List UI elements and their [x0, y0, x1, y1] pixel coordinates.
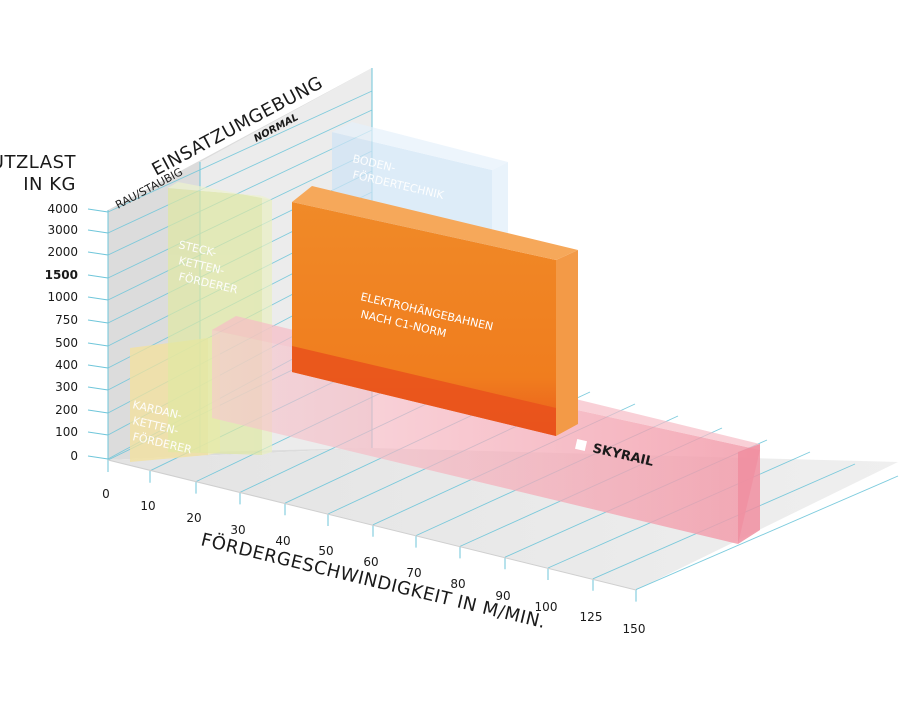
- y-tick-stub: [87, 409, 109, 414]
- y-tick-stub: [87, 431, 109, 436]
- y-tick-label: 500: [55, 336, 78, 350]
- y-tick-stub: [87, 455, 109, 460]
- y-axis-title-line1: NUTZLAST: [0, 152, 76, 173]
- y-gridline: [107, 129, 373, 256]
- y-gridline: [107, 109, 373, 234]
- x-tick-label: 20: [186, 511, 201, 525]
- x-tick-label: 80: [450, 577, 465, 591]
- y-tick-label: 4000: [47, 202, 78, 216]
- x-tick-label: 50: [318, 544, 333, 558]
- x-tick-label: 30: [230, 523, 245, 537]
- bar-elektrohaengebahnen: [292, 186, 578, 436]
- x-gridline: [635, 475, 899, 591]
- x-tick-label: 100: [535, 600, 558, 614]
- y-tick-label: 3000: [47, 223, 78, 237]
- y-tick-stub: [87, 251, 109, 256]
- x-tick-label: 40: [275, 534, 290, 548]
- x-tick-label: 70: [406, 566, 421, 580]
- y-tick-stub: [87, 319, 109, 324]
- y-tick-label: 200: [55, 403, 78, 417]
- y-tick-label: 300: [55, 380, 78, 394]
- y-tick-label: 0: [70, 449, 78, 463]
- y-gridline: [107, 90, 373, 213]
- y-tick-label: 1500: [45, 268, 78, 282]
- x-tick-label: 0: [102, 487, 110, 501]
- y-tick-label: 2000: [47, 245, 78, 259]
- x-tick-label: 10: [140, 499, 155, 513]
- y-tick-label: 1000: [47, 290, 78, 304]
- y-axis-title-line2: IN KG: [23, 174, 76, 195]
- y-tick-label: 400: [55, 358, 78, 372]
- y-tick-stub: [87, 386, 109, 391]
- skyrail-logo-icon: [575, 439, 587, 451]
- x-tick-label: 60: [363, 555, 378, 569]
- y-tick-stub: [87, 208, 109, 213]
- y-tick-label: 100: [55, 425, 78, 439]
- y-tick-stub: [87, 342, 109, 347]
- y-tick-stub: [87, 229, 109, 234]
- y-tick-stub: [87, 296, 109, 301]
- x-tick-label: 90: [495, 589, 510, 603]
- y-tick-stub: [87, 364, 109, 369]
- x-tick-label: 125: [580, 610, 603, 624]
- floor-front-edge: [107, 459, 637, 591]
- x-tick-label: 150: [623, 622, 646, 636]
- y-tick-stub: [87, 274, 109, 279]
- y-tick-label: 750: [55, 313, 78, 327]
